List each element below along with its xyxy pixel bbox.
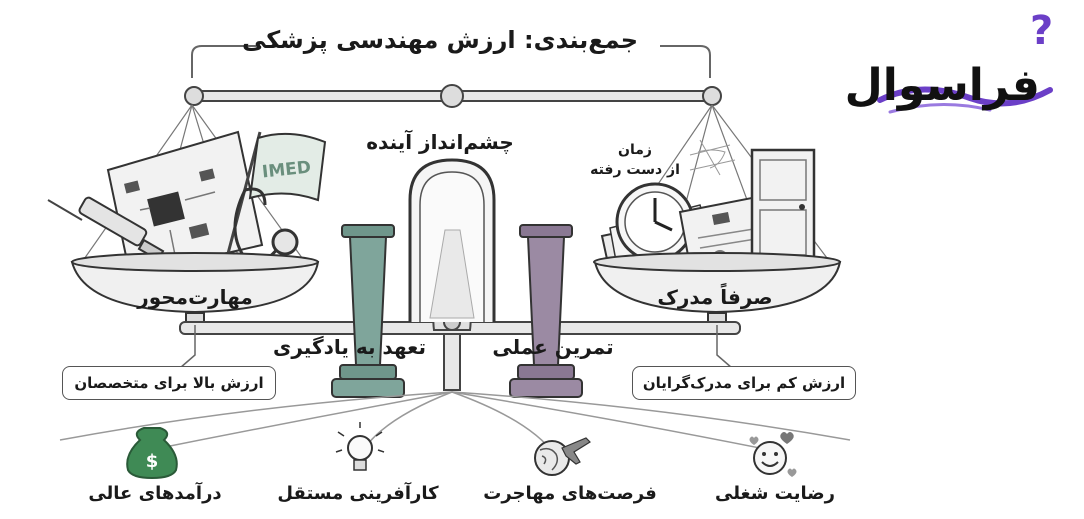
globe-plane-icon xyxy=(534,437,591,476)
brand-logo: فراسوال xyxy=(845,20,1060,130)
page-title: جمع‌بندی: ارزش مهندسی پزشکی xyxy=(241,26,639,54)
door-icon xyxy=(750,148,816,267)
outcome-label: درآمدهای عالی xyxy=(88,483,222,504)
logo-text: فراسوال xyxy=(844,60,1040,111)
center-label: چشم‌انداز آینده xyxy=(366,130,514,154)
circuit-board-icon xyxy=(106,130,264,277)
outcome-label: کارآفرینی مستقل xyxy=(277,483,439,504)
right-pillar-label: تمرین عملی xyxy=(492,335,614,359)
right-pillar xyxy=(509,224,583,398)
right-plate xyxy=(593,252,842,326)
smiley-hearts-icon xyxy=(749,432,797,477)
left-plate-label: مهارت‌محور xyxy=(137,285,253,309)
left-value-box: ارزش بالا برای متخصصان xyxy=(62,366,276,400)
question-mark-icon: ? xyxy=(1030,8,1054,54)
title-bracket xyxy=(191,45,711,78)
stand xyxy=(443,333,461,391)
lost-time-line2: از دست رفته xyxy=(590,162,680,178)
logo-swoosh-icon xyxy=(877,86,1053,114)
lost-time-line1: زمان xyxy=(618,142,652,158)
cobweb-icon xyxy=(689,139,736,176)
archway-icon xyxy=(408,158,496,322)
money-bag-icon: $ xyxy=(126,427,178,480)
top-beam xyxy=(184,84,722,108)
syringe-icon xyxy=(47,196,165,262)
lost-time-label: زمان از دست رفته xyxy=(575,140,695,180)
imed-flag-icon: IMED xyxy=(223,131,327,266)
right-value-box: ارزش کم برای مدرک‌گرایان xyxy=(632,366,856,400)
right-plate-label: صرفاً مدرک xyxy=(657,285,773,309)
box-connectors xyxy=(179,325,733,369)
outcome-label: رضایت شغلی xyxy=(714,483,835,504)
outcome-label: فرصت‌های مهاجرت xyxy=(483,483,657,504)
svg-text:$: $ xyxy=(146,451,159,472)
left-pillar-label: تعهد به یادگیری xyxy=(273,335,426,359)
root-branches xyxy=(59,391,851,456)
lightbulb-icon xyxy=(335,422,385,471)
clock-icon xyxy=(615,182,695,262)
left-pillar xyxy=(331,224,405,398)
